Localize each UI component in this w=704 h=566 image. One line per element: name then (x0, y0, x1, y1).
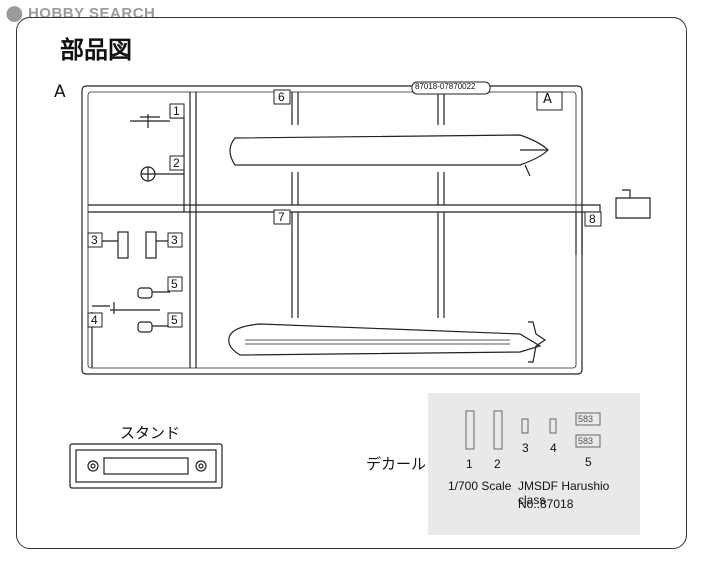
part-3a (117, 231, 129, 259)
part-4 (92, 302, 122, 314)
stand-part (69, 443, 223, 489)
part-7-lower-hull (228, 323, 542, 356)
decal-hull-number-1: 583 (578, 414, 594, 424)
decal-item-4: 4 (550, 441, 557, 455)
part-label-3a: 3 (91, 233, 98, 247)
sprue-letter-tag (536, 91, 563, 111)
decal-item-5: 5 (585, 455, 592, 469)
sprue-letter: A (54, 82, 66, 102)
sprue-code-tag (411, 81, 491, 95)
sprue-code: 87018-07870022 (415, 82, 476, 91)
logo-icon: ⬤ (6, 5, 24, 22)
decal-sheet: 583 583 1 2 3 4 5 1/700 Scale JMSDF Haru… (428, 393, 640, 535)
decal-number: No.:87018 (518, 497, 574, 511)
part-3b (145, 231, 157, 259)
part-label-5a: 5 (171, 277, 178, 291)
stand-label: スタンド (120, 424, 181, 442)
part-label-4: 4 (91, 313, 98, 327)
decal-item-1: 1 (466, 457, 473, 471)
part-6-upper-hull (229, 134, 549, 166)
part-label-2: 2 (173, 156, 180, 170)
decal-item-3: 3 (522, 441, 529, 455)
part-label-6: 6 (278, 90, 285, 104)
decal-class: JMSDF Harushio class (518, 479, 610, 507)
sprue-tag-letter: A (543, 92, 552, 107)
page-frame (16, 17, 687, 549)
part-label-5b: 5 (171, 313, 178, 327)
part-label-3b: 3 (171, 233, 178, 247)
decal-graphics (465, 410, 601, 450)
part-1-mast (130, 114, 170, 128)
part-label-8: 8 (589, 212, 596, 226)
part-label-7: 7 (278, 210, 285, 224)
sprue-frame (81, 85, 583, 375)
decal-hull-number-2: 583 (578, 436, 594, 446)
part-5b (137, 321, 153, 333)
part-label-1: 1 (173, 104, 180, 118)
decal-label: デカール (366, 455, 427, 473)
page-title: 部品図 (60, 36, 132, 64)
part-5a (137, 287, 153, 299)
decal-item-2: 2 (494, 457, 501, 471)
decal-scale: 1/700 Scale (448, 479, 512, 493)
part-8 (615, 197, 651, 219)
